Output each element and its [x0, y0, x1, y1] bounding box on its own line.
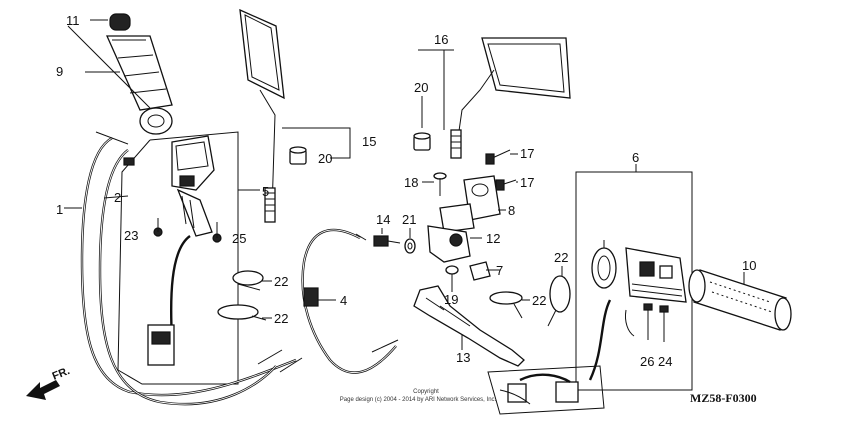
- left-switch-housing: [147, 135, 215, 366]
- lever-bracket-12: [427, 225, 482, 263]
- callout-4: 4: [340, 293, 347, 308]
- clutch-cable-4: [301, 228, 399, 374]
- callout-19: 19: [444, 292, 458, 307]
- screw-24: [659, 305, 669, 342]
- washer-21: [404, 238, 416, 254]
- callout-22a: 22: [274, 274, 288, 289]
- right-grip-part: [688, 269, 792, 331]
- callout-18: 18: [404, 175, 418, 190]
- left-mirror-part: [239, 8, 285, 223]
- band-22b: [217, 304, 267, 321]
- screw-19: [445, 265, 459, 292]
- callout-26: 26: [640, 354, 654, 369]
- band-22c: [489, 291, 523, 319]
- callout-22b: 22: [274, 311, 288, 326]
- holder-8: [439, 175, 501, 233]
- bolt-14: [373, 235, 401, 247]
- switch-7: [469, 261, 500, 281]
- right-switch-housing: [588, 247, 687, 381]
- callout-25: 25: [232, 231, 246, 246]
- callout-1: 1: [56, 202, 63, 217]
- callout-17a: 17: [520, 146, 534, 161]
- callout-10: 10: [742, 258, 756, 273]
- callout-labels: 1 2 4 5 6 7 8 9 10 11 12 13 14 15 16 17 …: [56, 13, 756, 369]
- diagram-code: MZ58-F0300: [690, 391, 757, 405]
- nut-part: [289, 146, 307, 165]
- callout-11: 11: [66, 13, 80, 28]
- left-grip-part: [105, 13, 173, 135]
- screw-26: [643, 303, 653, 340]
- front-direction-arrow: [26, 380, 60, 400]
- right-mirror-part: [450, 37, 571, 159]
- callout-14: 14: [376, 212, 390, 227]
- callout-15: 15: [362, 134, 376, 149]
- callout-2: 2: [114, 190, 121, 205]
- callout-21: 21: [402, 212, 416, 227]
- screw-23: [153, 218, 163, 237]
- screw-25: [212, 222, 222, 243]
- callout-20-right: 20: [414, 80, 428, 95]
- callout-22d: 22: [554, 250, 568, 265]
- bolt-17a: [485, 149, 511, 165]
- callout-17b: 17: [520, 175, 534, 190]
- callout-12: 12: [486, 231, 500, 246]
- screw-18: [433, 172, 447, 196]
- nut-20-right: [413, 132, 431, 151]
- bolt-17b: [495, 179, 517, 191]
- copyright-line-2: Page design (c) 2004 - 2014 by ARI Netwo…: [340, 397, 497, 403]
- callout-13: 13: [456, 350, 470, 365]
- brake-lever-13: [413, 285, 525, 367]
- copyright-line-1: Copyright: [413, 389, 439, 395]
- callout-22c: 22: [532, 293, 546, 308]
- callout-16: 16: [434, 32, 448, 47]
- callout-8: 8: [508, 203, 515, 218]
- callout-5: 5: [262, 184, 269, 199]
- band-22d: [547, 275, 571, 327]
- connector-block: [487, 365, 605, 415]
- callout-23: 23: [124, 228, 138, 243]
- callout-7: 7: [496, 263, 503, 278]
- callout-6: 6: [632, 150, 639, 165]
- cable-set-1-2: [80, 131, 303, 406]
- front-direction-label: FR.: [51, 365, 72, 383]
- callout-9: 9: [56, 64, 63, 79]
- band-22a: [232, 270, 264, 291]
- callout-24: 24: [658, 354, 672, 369]
- callout-20-left: 20: [318, 151, 332, 166]
- grommet-3: [591, 247, 617, 289]
